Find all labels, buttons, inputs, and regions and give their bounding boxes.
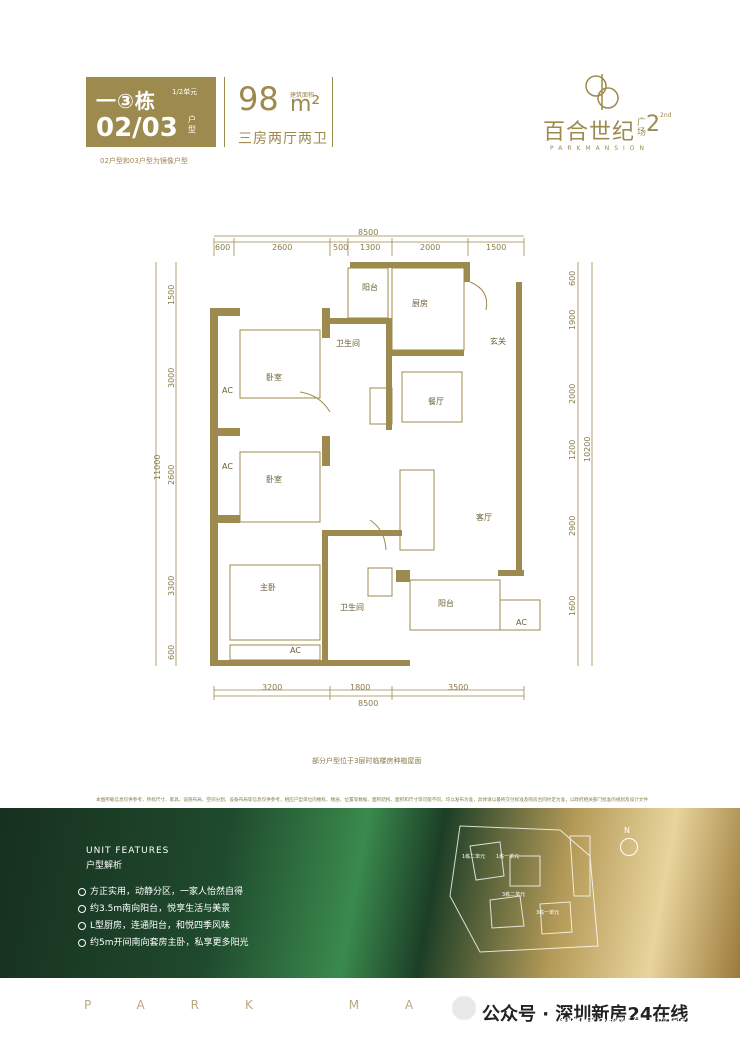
room-living: 客厅 [476,513,492,522]
svg-text:600: 600 [167,645,176,660]
area-unit-label: 建筑面积 [290,92,315,99]
svg-text:3500: 3500 [448,683,468,692]
site-map: 1栋二单元 1栋一单元 3栋二单元 3栋一单元 [449,825,599,953]
building-label: 一③栋 [96,89,156,113]
north-label: N [624,826,630,835]
brand-logo-icon [585,74,619,110]
svg-text:2000: 2000 [420,243,440,252]
svg-text:2900: 2900 [568,516,577,536]
divider [224,77,225,147]
svg-text:3栋一单元: 3栋一单元 [536,909,559,916]
svg-text:600: 600 [215,243,230,252]
wechat-account: 公众号 · 深圳新房24在线 [482,1004,689,1025]
feature-item: 方正实用，动静分区，一家人怡然自得 [78,884,243,897]
bullet-icon [78,904,86,913]
brand-english: PARKMANSION [550,145,650,152]
svg-text:1300: 1300 [360,243,380,252]
svg-text:1500: 1500 [486,243,506,252]
svg-text:2600: 2600 [272,243,292,252]
svg-text:1800: 1800 [350,683,370,692]
ac-unit: AC [290,646,301,655]
wechat-icon [452,996,476,1020]
room-dining: 餐厅 [428,397,444,406]
mirror-note: 02户型和03户型为镜像户型 [100,157,188,165]
svg-text:8500: 8500 [358,699,378,708]
brand-two: 2 [646,112,660,137]
svg-text:10200: 10200 [583,437,592,462]
dim-top-total: 8500 [358,228,378,237]
feature-item: 约5m开间南向套房主卧，私享更多阳光 [78,935,249,948]
bullet-icon [78,887,86,896]
ac-unit: AC [222,462,233,471]
feature-item: L型厨房，连通阳台，和悦四季风味 [78,918,230,931]
brand-name: 百合世纪 [543,120,636,145]
features-panel [0,808,740,978]
watermark: 搜狐号@搜狐焦点部阳站 [560,1016,693,1030]
room-bath1: 卫生间 [336,339,360,348]
floor-plan: 8500 600 2600 500 1300 2000 1500 3200 1800 3… [153,228,593,708]
brand-suffix: 广场 [637,118,647,138]
svg-text:1600: 1600 [568,596,577,616]
room-master: 主卧 [260,583,276,592]
ac-unit: AC [222,386,233,395]
unit-badge: 一③栋 1/2单元 02/03 户型 [86,77,216,147]
features-subtitle: 户型解析 [86,861,123,871]
features-title: UNIT FEATURES [86,846,170,856]
svg-text:1栋二单元: 1栋二单元 [462,853,485,860]
feature-item: 约3.5m南向阳台，悦享生活与美景 [78,901,230,914]
divider [332,77,333,147]
room-bedroom2: 卧室 [266,475,282,484]
area-value: 98 [238,80,279,118]
svg-text:600: 600 [568,271,577,286]
svg-text:2600: 2600 [167,465,176,485]
room-balcony-top: 阳台 [362,283,378,292]
svg-text:3栋二单元: 3栋二单元 [502,891,525,898]
svg-text:11000: 11000 [153,455,162,480]
svg-text:1500: 1500 [167,285,176,305]
brand-superscript: 2nd [660,112,672,119]
compass-icon [620,838,638,856]
svg-text:1900: 1900 [568,310,577,330]
bullet-icon [78,938,86,947]
room-balcony-bottom: 阳台 [438,599,454,608]
svg-text:1栋一单元: 1栋一单元 [496,853,519,860]
svg-text:3300: 3300 [167,576,176,596]
room-bath2: 卫生间 [340,603,364,612]
room-entrance: 玄关 [490,337,506,346]
disclaimer: 本图所载信息仅供参考，所标尺寸、家具、设施布局、空间分割、设备布局等信息仅供参考… [96,797,648,803]
unit-range: 1/2单元 [172,88,198,96]
bullet-icon [78,921,86,930]
unit-type: 02/03 [96,113,178,143]
ac-unit: AC [516,618,527,627]
partial-note: 部分户型位于3层时临楼房种植屋面 [312,757,422,765]
svg-text:1200: 1200 [568,440,577,460]
room-config: 三房两厅两卫 [238,131,328,147]
svg-text:3000: 3000 [167,368,176,388]
svg-text:500: 500 [333,243,348,252]
svg-text:3200: 3200 [262,683,282,692]
area-unit: m² [290,92,321,117]
park-text: PARK MAN [84,998,515,1012]
room-kitchen: 厨房 [412,299,428,308]
unit-type-suffix: 户型 [188,115,196,134]
room-bedroom1: 卧室 [266,373,282,382]
svg-text:2000: 2000 [568,384,577,404]
